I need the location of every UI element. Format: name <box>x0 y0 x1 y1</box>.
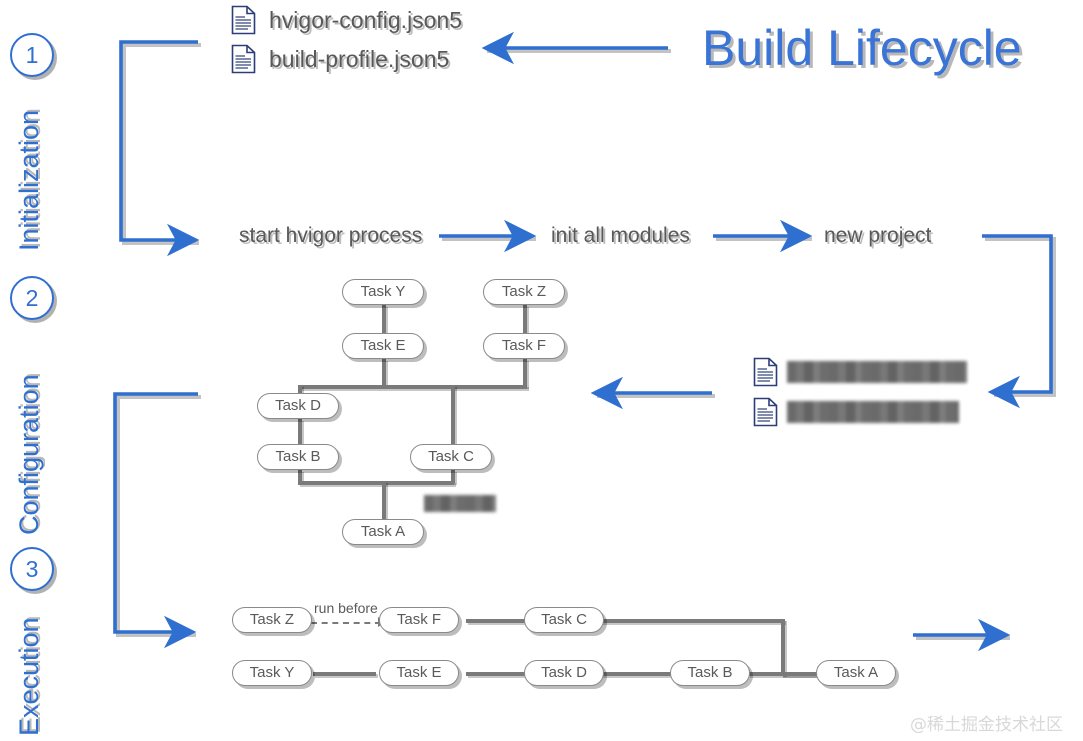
document-icon <box>231 44 256 74</box>
edge-b-down <box>298 470 302 483</box>
page-title: Build Lifecycle <box>694 17 1030 79</box>
edge-bus-c <box>451 385 455 445</box>
watermark: @稀土掘金技术社区 <box>910 715 1063 735</box>
task-node-e[interactable]: Task E <box>342 333 424 359</box>
edge-exec-e-d <box>466 672 528 676</box>
exec-task-node-d[interactable]: Task D <box>524 660 604 686</box>
edge-exec-y-e <box>313 672 376 676</box>
exec-task-node-f[interactable]: Task F <box>379 607 459 633</box>
exec-task-node-b[interactable]: Task B <box>670 660 750 686</box>
file-row-project-build-profile <box>753 397 959 427</box>
phase-label-configuration: Configuration <box>14 330 45 535</box>
file-row-build-profile: build-profile.json5 <box>231 44 454 74</box>
task-node-b[interactable]: Task B <box>257 444 339 470</box>
phase-circle-1: 1 <box>10 33 54 77</box>
file-name-hvigor-config: hvigor-config.json5 <box>265 5 467 35</box>
label-run-before: run before <box>312 600 380 616</box>
edge-run-before-dashed <box>311 622 381 624</box>
wire-new-project-down <box>982 234 1053 409</box>
phase-label-execution: Execution <box>14 600 45 736</box>
file-row-module-build-profile <box>753 357 967 387</box>
edge-exec-c-down <box>781 619 785 675</box>
edge-c-down <box>451 470 455 483</box>
exec-task-node-e[interactable]: Task E <box>379 660 459 686</box>
edge-lower-bus <box>298 481 454 485</box>
edge-bus-a <box>382 481 386 520</box>
document-icon <box>231 5 256 35</box>
exec-task-node-c[interactable]: Task C <box>524 607 604 633</box>
exec-task-node-a[interactable]: Task A <box>816 660 896 686</box>
edge-exec-d-b <box>601 672 671 676</box>
wire-config-loop <box>113 392 198 649</box>
edge-bus-d <box>298 385 302 397</box>
edge-exec-f-c <box>466 619 528 623</box>
edge-exec-c-right <box>601 619 784 623</box>
redacted-file-name-2 <box>787 401 959 423</box>
redacted-file-name-1 <box>787 361 967 383</box>
task-node-z[interactable]: Task Z <box>483 279 565 305</box>
document-icon <box>753 357 778 387</box>
edge-y-e <box>382 305 386 333</box>
phase-circle-2: 2 <box>10 276 54 320</box>
edge-exec-b-a <box>748 672 818 676</box>
file-row-hvigor-config: hvigor-config.json5 <box>231 5 467 35</box>
edge-z-f <box>523 305 527 333</box>
document-icon <box>753 397 778 427</box>
task-node-d[interactable]: Task D <box>257 393 339 419</box>
task-node-f[interactable]: Task F <box>483 333 565 359</box>
edge-f-bus <box>523 359 527 387</box>
step-init-all-modules: init all modules <box>543 220 711 255</box>
file-name-build-profile: build-profile.json5 <box>265 44 454 74</box>
task-node-y[interactable]: Task Y <box>342 279 424 305</box>
task-node-c[interactable]: Task C <box>410 444 492 470</box>
step-start-hvigor-process: start hvigor process <box>231 220 439 255</box>
redacted-graph-annotation <box>424 495 496 512</box>
edge-d-b <box>298 419 302 445</box>
wire-init-loop <box>119 40 200 257</box>
phase-label-initialization: Initialization <box>14 86 45 251</box>
edge-bus-horizontal <box>298 385 527 389</box>
edge-e-bus <box>382 359 386 387</box>
task-node-a[interactable]: Task A <box>342 519 424 545</box>
exec-task-node-z[interactable]: Task Z <box>232 607 312 633</box>
step-new-project: new project <box>816 220 943 255</box>
phase-circle-3: 3 <box>10 547 54 591</box>
exec-task-node-y[interactable]: Task Y <box>232 660 312 686</box>
